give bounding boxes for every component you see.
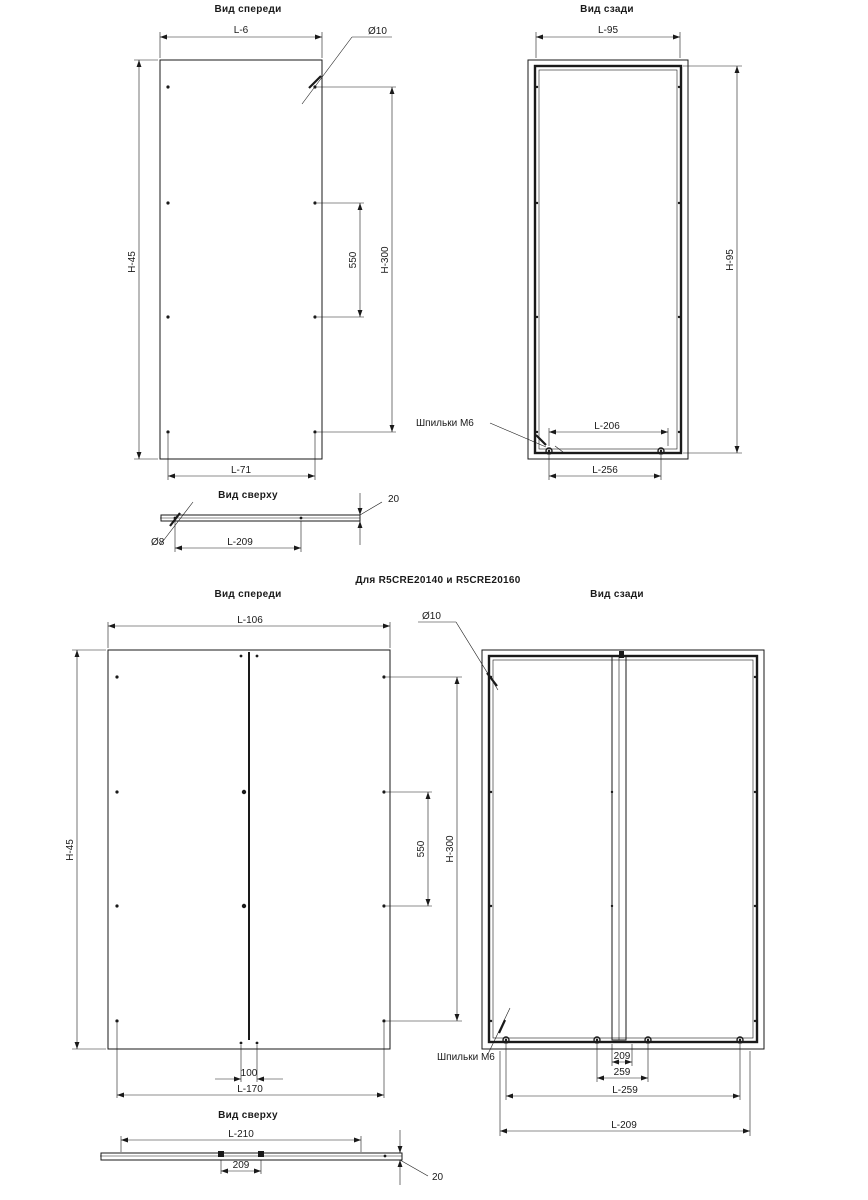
mount-hole	[313, 430, 317, 434]
dim-b2-d3: L-259	[612, 1085, 638, 1096]
dim-b2-d1: 209	[614, 1051, 631, 1062]
dim-t1-width: L-209	[227, 537, 253, 548]
back-panel-1-outer	[527, 59, 689, 460]
title-front-view-2: Вид спереди	[214, 589, 281, 600]
dim-f2-width: L-106	[237, 615, 263, 626]
mount-hole	[313, 201, 317, 205]
mount-hole	[166, 315, 170, 319]
front-panel-2	[107, 649, 391, 1050]
front-view-2: L-106 H-45 550 H-300 100 L-170	[65, 615, 462, 1098]
title-top-view-2: Вид сверху	[218, 1110, 278, 1121]
back-panel-2-frame	[487, 654, 759, 1044]
dim-f2-pitch: 550	[416, 840, 427, 857]
title-top-view-1: Вид сверху	[218, 490, 278, 501]
mount-hole	[313, 315, 317, 319]
dim-t2-depth: 20	[432, 1172, 444, 1183]
dim-t2-width: L-210	[228, 1129, 254, 1140]
back-panel-2-inner	[492, 659, 754, 1039]
dim-f1-width: L-6	[234, 25, 249, 36]
dim-b2-d2: 259	[614, 1067, 631, 1078]
back-panel-1-frame	[533, 64, 683, 455]
back-panel-2-outer	[481, 649, 765, 1050]
dim-f1-height: H-45	[127, 251, 138, 273]
caption-models: Для R5CRE20140 и R5CRE20160	[355, 575, 520, 586]
dim-b1-width: L-95	[598, 25, 618, 36]
dim-b1-inner: L-206	[594, 421, 620, 432]
dim-b2-hole: Ø10	[422, 611, 441, 622]
stud-m6	[736, 1036, 744, 1044]
back-view-1: L-95 H-95 L-206 L-256 Шпильки M6	[416, 25, 742, 480]
mount-hole	[166, 430, 170, 434]
title-back-view-1: Вид сзади	[580, 4, 634, 15]
dim-t1-hole: Ø8	[151, 537, 165, 548]
front-panel-1	[159, 59, 323, 460]
stud-m6	[545, 447, 553, 455]
mount-hole	[166, 201, 170, 205]
top-view-1: Ø8 20 L-209	[151, 493, 400, 552]
dim-b2-d4: L-209	[611, 1120, 637, 1131]
top-view-2: L-210 209 20	[100, 1129, 444, 1185]
label-b1-studs: Шпильки M6	[416, 418, 474, 429]
label-b2-studs: Шпильки M6	[437, 1052, 495, 1063]
dim-b1-height: H-95	[725, 249, 736, 271]
back-panel-1-inner	[538, 69, 678, 450]
title-back-view-2: Вид сзади	[590, 589, 644, 600]
front-view-1: L-6 Ø10 H-45 550 H-300 L-71	[127, 25, 396, 480]
mount-hole	[166, 85, 170, 89]
stud-m6	[657, 447, 665, 455]
stud-m6	[593, 1036, 601, 1044]
dim-b1-bottom: L-256	[592, 465, 618, 476]
stud-m6	[502, 1036, 510, 1044]
dim-f1-inner-height: H-300	[380, 246, 391, 274]
back-view-2: Ø10 Шпильки M6 209 259 L-259 L-209	[418, 611, 765, 1136]
dim-f1-hole: Ø10	[368, 26, 387, 37]
top-profile-2	[100, 1152, 403, 1161]
dim-f1-bottom: L-71	[231, 465, 251, 476]
dim-f2-bottom: L-170	[237, 1084, 263, 1095]
dim-t2-inner: 209	[233, 1160, 250, 1171]
dim-f2-height: H-45	[65, 839, 76, 861]
stud-m6	[644, 1036, 652, 1044]
dim-f2-inner-height: H-300	[445, 835, 456, 863]
dim-f1-pitch: 550	[348, 251, 359, 268]
dim-f2-center: 100	[241, 1068, 258, 1079]
dim-t1-depth: 20	[388, 494, 400, 505]
title-front-view-1: Вид спереди	[214, 4, 281, 15]
